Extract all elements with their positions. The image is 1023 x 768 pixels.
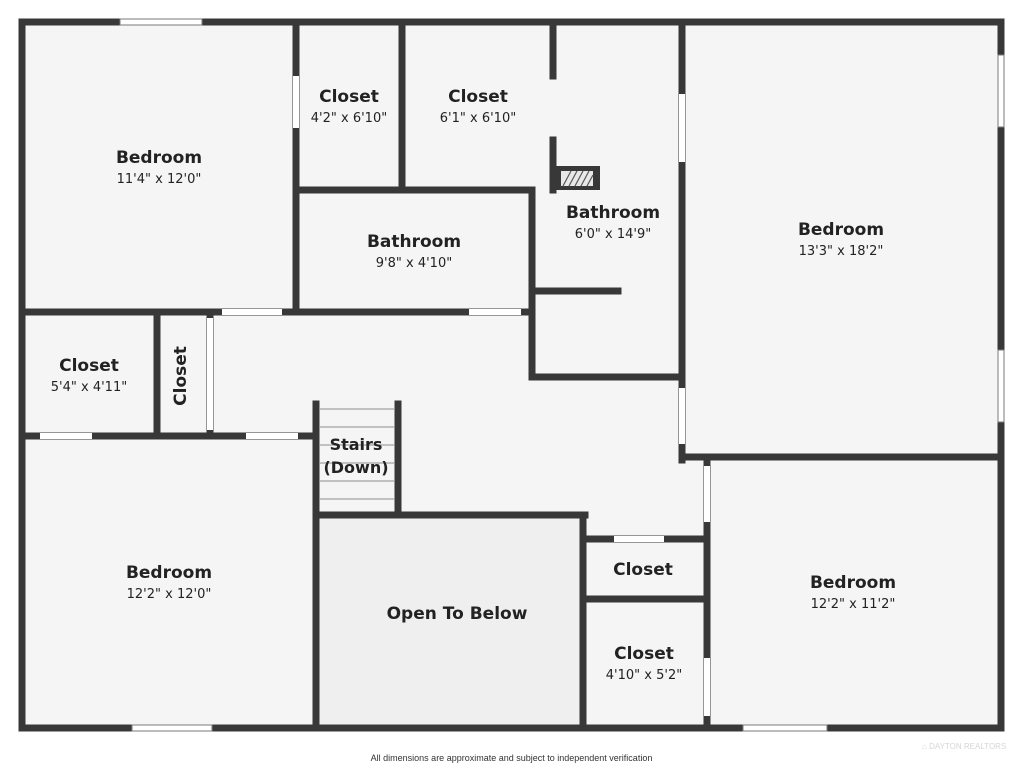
room-dimensions: 9'8" x 4'10" (376, 256, 452, 271)
room-name: Closet (319, 87, 379, 107)
room-stairs: Stairs (Down) (323, 435, 388, 477)
room-bedroom-sw: Bedroom 12'2" x 12'0" (126, 563, 212, 602)
window-top (119, 18, 203, 26)
room-bathroom-right: Bathroom 6'0" x 14'9" (566, 203, 660, 242)
door-opening (679, 94, 685, 162)
door-openings (40, 76, 710, 716)
door-opening (704, 466, 710, 522)
room-dimensions: 12'2" x 11'2" (811, 597, 896, 612)
room-closet-small: Closet (613, 560, 673, 580)
open-to-below-area (319, 517, 582, 724)
watermark-icon: ⌂ (922, 742, 927, 751)
door-opening (222, 309, 282, 315)
door-opening (207, 318, 213, 430)
room-dimensions: 12'2" x 12'0" (127, 587, 212, 602)
door-opening (614, 536, 664, 542)
stair-treads (320, 408, 394, 500)
room-bathroom-center: Bathroom 9'8" x 4'10" (367, 232, 461, 271)
watermark-text: DAYTON REALTORS (929, 742, 1007, 751)
windows (119, 18, 1005, 732)
window-bottom-right (742, 724, 828, 732)
door-opening (679, 388, 685, 444)
room-name: Closet (448, 87, 508, 107)
room-name: Bedroom (116, 148, 202, 168)
room-name: Closet (59, 356, 119, 376)
room-name: Bedroom (810, 573, 896, 593)
door-opening (469, 309, 521, 315)
room-bedroom-ne: Bedroom 13'3" x 18'2" (798, 220, 884, 259)
room-name: Bedroom (798, 220, 884, 240)
room-name: Bedroom (126, 563, 212, 583)
door-opening (40, 433, 92, 439)
room-dimensions: 4'2" x 6'10" (311, 111, 387, 126)
room-dimensions: 11'4" x 12'0" (117, 172, 202, 187)
door-opening (246, 433, 298, 439)
door-opening (704, 658, 710, 716)
room-closet-narrow: Closet (171, 346, 191, 406)
room-bedroom-se: Bedroom 12'2" x 11'2" (810, 573, 896, 612)
room-closet-bottom: Closet 4'10" x 5'2" (606, 644, 682, 683)
window-right-lower (997, 349, 1005, 423)
window-bottom-left (131, 724, 213, 732)
door-opening (293, 76, 299, 128)
room-open-to-below: Open To Below (387, 604, 528, 624)
room-bedroom-nw: Bedroom 11'4" x 12'0" (116, 148, 202, 187)
stairs-direction: (Down) (323, 458, 388, 477)
realtor-watermark: ⌂ DAYTON REALTORS (922, 742, 1006, 751)
room-name: Bathroom (367, 232, 461, 252)
room-name: Closet (613, 560, 673, 580)
room-name: Open To Below (387, 604, 528, 624)
vent-icon (556, 166, 600, 190)
room-closet-left: Closet 5'4" x 4'11" (51, 356, 127, 395)
room-closet-top-b: Closet 6'1" x 6'10" (440, 87, 516, 126)
disclaimer-note: All dimensions are approximate and subje… (370, 753, 653, 763)
room-dimensions: 6'0" x 14'9" (575, 227, 651, 242)
room-closet-top-a: Closet 4'2" x 6'10" (311, 87, 387, 126)
room-name: Closet (614, 644, 674, 664)
room-dimensions: 4'10" x 5'2" (606, 668, 682, 683)
room-name: Bathroom (566, 203, 660, 223)
window-right-upper (997, 54, 1005, 128)
room-dimensions: 13'3" x 18'2" (799, 244, 884, 259)
stairs-label: Stairs (330, 435, 383, 454)
room-dimensions: 5'4" x 4'11" (51, 380, 127, 395)
room-dimensions: 6'1" x 6'10" (440, 111, 516, 126)
room-name: Closet (171, 346, 191, 406)
